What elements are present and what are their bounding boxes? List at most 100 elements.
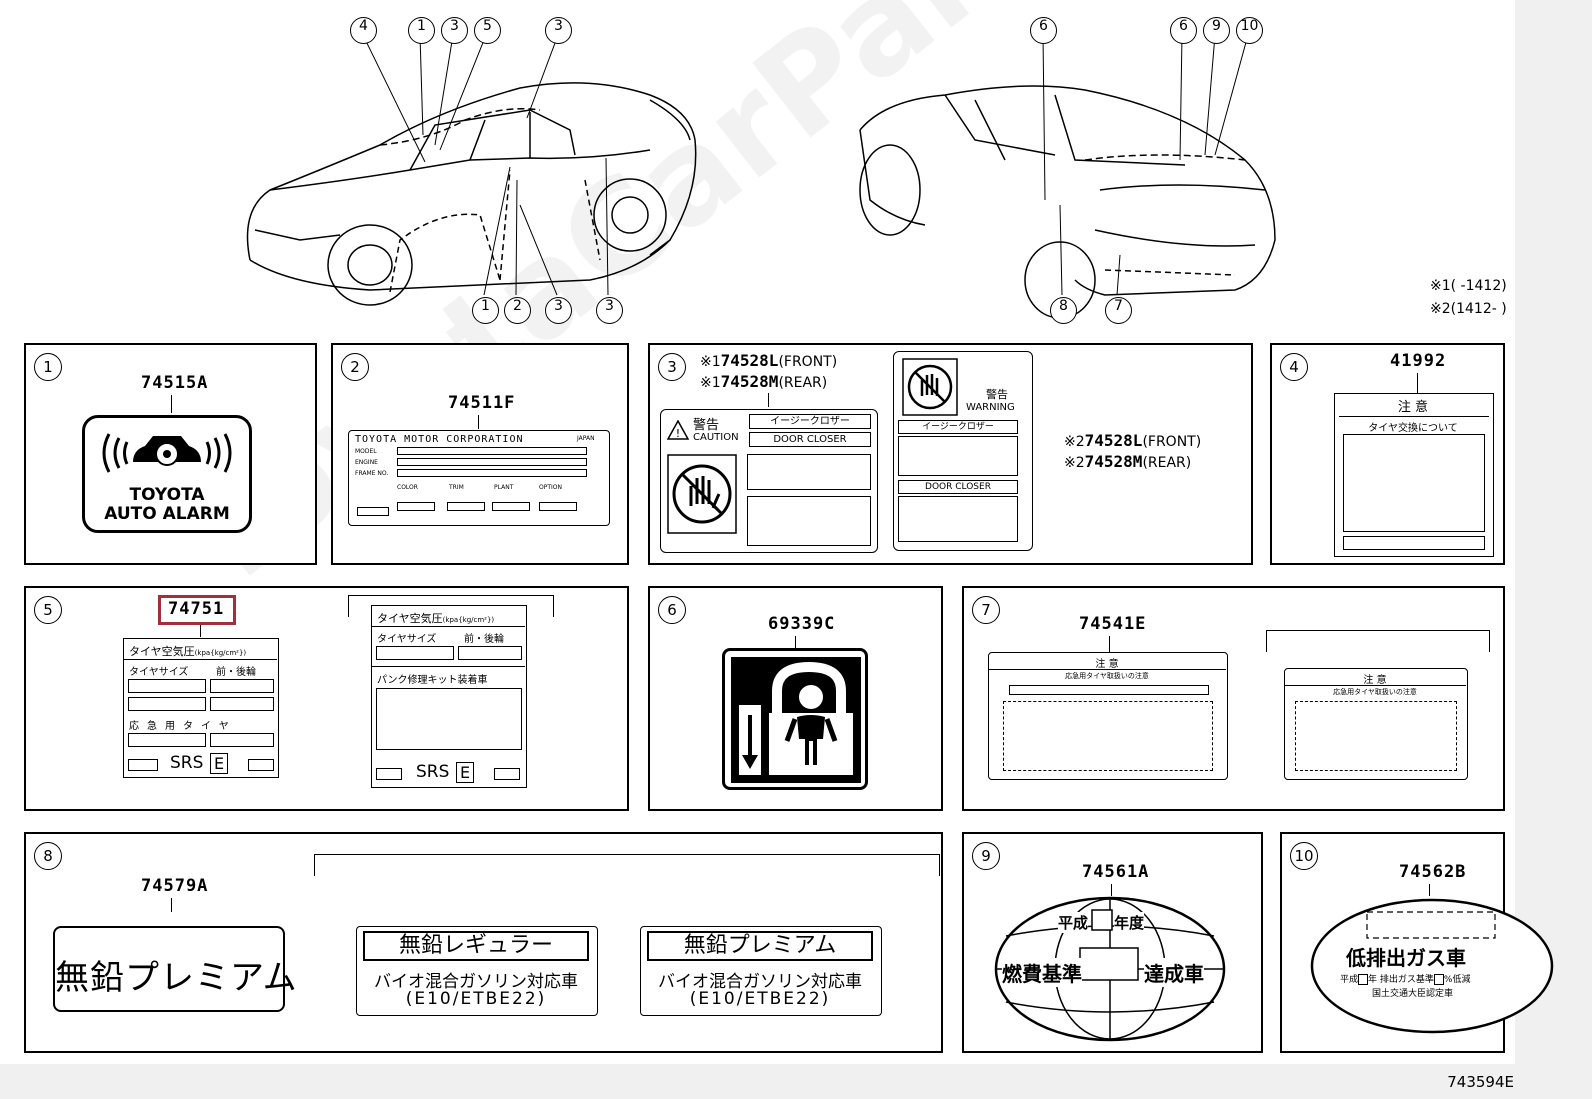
etbe-text: (E10/ETBE22) xyxy=(405,989,547,1009)
code-color: COLOR xyxy=(397,484,418,491)
panel-number: 5 xyxy=(34,596,62,624)
callout-3[interactable]: 3 xyxy=(596,297,623,324)
part-number[interactable]: 69339C xyxy=(768,614,836,634)
child-lock-label xyxy=(722,648,868,790)
panel-3: 3 ※174528L(FRONT) ※174528M(REAR) ! 警告 CA… xyxy=(648,343,1253,565)
vin-plate: TOYOTA MOTOR CORPORATION JAPAN MODEL ENG… xyxy=(348,430,610,526)
panel-1: 1 74515A TOYOTA AUTO ALARM xyxy=(24,343,317,565)
emission-line2: 国土交通大臣認定車 xyxy=(1372,989,1454,999)
callout-3[interactable]: 3 xyxy=(545,17,572,44)
panel-8: 8 74579A 無鉛プレミアム 無鉛レギュラー バイオ混合ガソリン対応車 (E… xyxy=(24,832,943,1053)
panel-10: 10 74562B 低排出ガス車 平成年 排出ガス基準%低減 国土交通大臣認定車 xyxy=(1280,832,1554,1053)
callout-2[interactable]: 2 xyxy=(504,297,531,324)
warn-jp-text: 警告 xyxy=(693,418,720,433)
panel-number: 10 xyxy=(1290,842,1318,870)
standard-text: 燃費基準 xyxy=(1002,958,1082,987)
fuel-economy-label xyxy=(994,896,1226,1042)
door-closer-tag: DOOR CLOSER xyxy=(749,432,871,447)
warn-jp2-text: 警告 xyxy=(986,388,1008,401)
callout-3[interactable]: 3 xyxy=(545,297,572,324)
callout-1[interactable]: 1 xyxy=(408,17,435,44)
label-title: 注 意 xyxy=(1397,400,1429,415)
tire-pressure-label-b: タイヤ空気圧(kpa{kg/cm²}) タイヤサイズ 前・後輪 パンク修理キット… xyxy=(371,605,527,788)
nendo-text: 年度 xyxy=(1114,912,1145,933)
callout-9[interactable]: 9 xyxy=(1203,17,1230,44)
note-1: ※1( -1412) xyxy=(1430,278,1507,294)
part-number[interactable]: 74541E xyxy=(1079,614,1147,634)
alt-bracket xyxy=(314,854,940,876)
srs-text: SRS xyxy=(416,762,450,782)
panel-number: 9 xyxy=(972,842,1000,870)
label-line: 応急用タイヤ取扱いの注意 xyxy=(1065,672,1149,680)
easy-closer-tag: イージークロザー xyxy=(898,420,1018,434)
col-wheel: 前・後輪 xyxy=(464,634,504,645)
door-closer-rear-right: ※274528M(REAR) xyxy=(1064,452,1192,471)
field-engine: ENGINE xyxy=(355,459,378,466)
callout-3[interactable]: 3 xyxy=(441,17,468,44)
bio-text: バイオ混合ガソリン対応車 xyxy=(658,972,862,992)
fuel-regular-bio-label: 無鉛レギュラー バイオ混合ガソリン対応車 (E10/ETBE22) xyxy=(356,926,598,1016)
emission-line1: 平成年 排出ガス基準%低減 xyxy=(1340,974,1471,985)
callout-8[interactable]: 8 xyxy=(1050,297,1077,324)
panel-number: 2 xyxy=(341,353,369,381)
label-line1: TOYOTA xyxy=(129,485,205,505)
country-text: JAPAN xyxy=(577,435,595,442)
warning-triangle-icon: ! xyxy=(667,420,689,440)
code-trim: TRIM xyxy=(449,484,464,491)
big-label-text: 無鉛プレミアム xyxy=(55,958,298,998)
tire-pressure-label-a: タイヤ空気圧(kpa{kg/cm²}) タイヤサイズ 前・後輪 応急用タイヤ S… xyxy=(123,638,279,778)
callout-5[interactable]: 5 xyxy=(474,17,501,44)
child-lock-icon xyxy=(731,657,861,783)
panel-number: 6 xyxy=(658,596,686,624)
callout-4[interactable]: 4 xyxy=(350,17,377,44)
col-size: タイヤサイズ xyxy=(377,634,437,645)
door-closer-label-a: ! 警告 CAUTION イージークロザー DOOR CLOSER xyxy=(660,409,878,553)
diagram-number: 743594E xyxy=(1447,1073,1514,1091)
panel-number: 3 xyxy=(658,353,686,381)
part-number[interactable]: 74515A xyxy=(141,373,209,393)
panel-number: 1 xyxy=(34,353,62,381)
panel-number: 4 xyxy=(1280,353,1308,381)
panel-number: 8 xyxy=(34,842,62,870)
callout-6[interactable]: 6 xyxy=(1170,17,1197,44)
margin-strip xyxy=(1515,0,1592,1099)
warning-text: WARNING xyxy=(966,402,1015,413)
label-line: 応急用タイヤ取扱いの注意 xyxy=(1333,688,1417,696)
part-number[interactable]: 74562B xyxy=(1399,862,1467,882)
tire-change-label: 注 意 タイヤ交換について xyxy=(1334,393,1494,557)
auto-alarm-label: TOYOTA AUTO ALARM xyxy=(82,415,252,533)
part-number[interactable]: 74511F xyxy=(448,393,516,413)
callout-7[interactable]: 7 xyxy=(1105,297,1132,324)
selected-part-highlight xyxy=(158,595,236,625)
callout-1[interactable]: 1 xyxy=(472,297,499,324)
label-subtitle: タイヤ交換について xyxy=(1368,423,1458,434)
door-closer-rear-left: ※174528M(REAR) xyxy=(700,372,828,391)
callout-6[interactable]: 6 xyxy=(1030,17,1057,44)
maker-text: TOYOTA MOTOR CORPORATION xyxy=(355,434,524,445)
margin-strip-bottom xyxy=(0,1064,1592,1099)
field-frame: FRAME NO. xyxy=(355,470,389,477)
panel-number: 7 xyxy=(972,596,1000,624)
spare-tire-label-a: 注 意 応急用タイヤ取扱いの注意 xyxy=(988,652,1228,780)
alt-bracket xyxy=(348,595,554,617)
panel-2: 2 74511F TOYOTA MOTOR CORPORATION JAPAN … xyxy=(331,343,629,565)
part-number[interactable]: 41992 xyxy=(1390,351,1447,371)
field-model: MODEL xyxy=(355,448,377,455)
low-emission-title: 低排出ガス車 xyxy=(1346,946,1466,970)
door-closer-front-right: ※274528L(FRONT) xyxy=(1064,431,1202,450)
etbe-text: (E10/ETBE22) xyxy=(689,989,831,1009)
part-number[interactable]: 74561A xyxy=(1082,862,1150,882)
alt-bracket xyxy=(1266,630,1490,652)
label-title: 注 意 xyxy=(1363,675,1387,686)
part-number[interactable]: 74751 xyxy=(168,599,225,619)
pressure-title: タイヤ空気圧(kpa{kg/cm²}) xyxy=(129,645,247,658)
low-emission-label xyxy=(1310,898,1554,1034)
fuel-premium-bio-label: 無鉛プレミアム バイオ混合ガソリン対応車 (E10/ETBE22) xyxy=(640,926,882,1016)
panel-4: 4 41992 注 意 タイヤ交換について xyxy=(1270,343,1505,565)
svg-text:!: ! xyxy=(676,427,680,440)
part-number[interactable]: 74579A xyxy=(141,876,209,896)
callout-10[interactable]: 10 xyxy=(1236,17,1263,44)
car-front-view xyxy=(246,40,697,306)
bio-text: バイオ混合ガソリン対応車 xyxy=(374,972,578,992)
